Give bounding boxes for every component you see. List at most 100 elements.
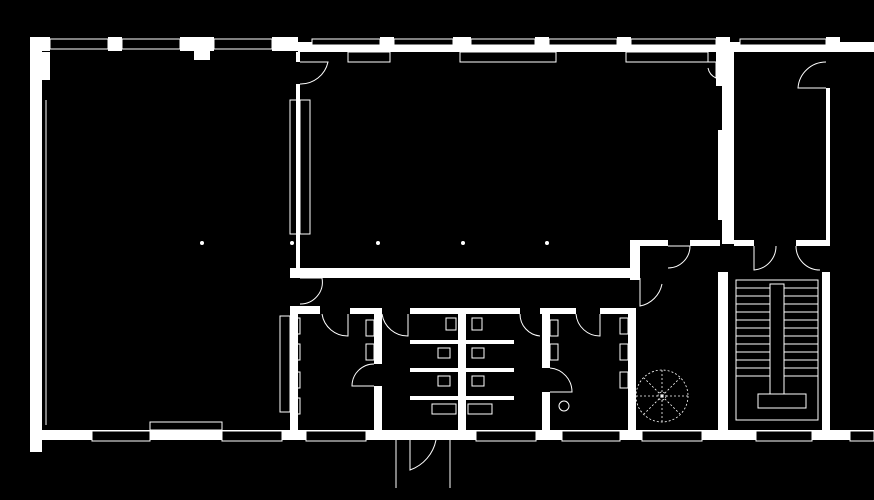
door-lobby-north <box>667 245 691 269</box>
window-box-south <box>149 421 223 431</box>
room-a-fixture-3 <box>291 371 301 389</box>
room-b-fixture-1 <box>549 319 559 337</box>
door-east-north <box>797 61 827 89</box>
wall-stair-west <box>718 272 728 430</box>
room-a-fixture-1 <box>291 317 301 335</box>
wall-corridor-south-5 <box>600 308 636 314</box>
wall-corridor-south-2 <box>350 308 380 314</box>
stair-landing <box>757 393 807 409</box>
column-3 <box>376 241 380 245</box>
wc-partition-2 <box>410 368 514 372</box>
wall-room-east-north <box>716 52 726 86</box>
wall-north-segment-1 <box>108 37 122 51</box>
door-east-room-2 <box>795 245 821 271</box>
wall-north-pier-5 <box>453 37 471 51</box>
room-b-east-fixture-2 <box>619 343 629 361</box>
stair-well <box>769 283 785 395</box>
door-entrance <box>409 430 437 471</box>
door-room-b <box>575 313 601 337</box>
column-4 <box>461 241 465 245</box>
column-5 <box>545 241 549 245</box>
wall-east-room-south <box>734 240 754 246</box>
wall-room-east <box>722 52 734 244</box>
wall-room-a-east <box>374 308 382 364</box>
window-box-north <box>347 51 391 63</box>
window-n6 <box>470 38 536 46</box>
window-n5 <box>393 38 454 46</box>
wall-east-room-east <box>826 88 830 246</box>
room-b-east-fixture-3 <box>619 371 629 389</box>
wall-north-pier-9 <box>826 37 840 51</box>
wall-corridor-south-4 <box>540 308 576 314</box>
partition-west-room <box>296 52 300 62</box>
door-east-room <box>753 245 777 271</box>
window-box-north-2 <box>459 51 557 63</box>
window-n4 <box>311 38 381 46</box>
wall-north-pier-4 <box>380 37 394 51</box>
wall-lobby-north <box>638 240 668 246</box>
corridor-pillar <box>630 240 640 280</box>
wc-fixture-2 <box>471 317 483 331</box>
room-b-east-fixture-1 <box>619 317 629 335</box>
restroom-fixtures <box>291 317 629 415</box>
wall-north-pier-8 <box>716 37 730 55</box>
door-corridor-west <box>299 277 323 305</box>
window-n2 <box>121 38 181 50</box>
room-a-side-fixture-1 <box>365 319 375 337</box>
window-n8 <box>630 38 717 46</box>
wall-north-pier-2b <box>194 50 210 60</box>
wall-room-a-west <box>290 306 298 430</box>
column-6 <box>630 241 634 245</box>
wall-south-main <box>30 430 874 440</box>
bench-room-a <box>279 315 291 413</box>
wall-room-b-east <box>628 308 636 430</box>
outer-walls <box>30 37 874 452</box>
windows <box>45 38 874 442</box>
door-room-a-2 <box>381 313 409 337</box>
window-n1 <box>49 38 109 50</box>
wall-north-pier-6 <box>535 37 549 51</box>
wall-south-cap-west <box>30 430 42 452</box>
door-lobby <box>639 278 663 307</box>
wc-fixture-7 <box>431 403 457 415</box>
door-east-pier <box>707 61 717 79</box>
wall-north-segment-2 <box>180 37 214 51</box>
window-s3 <box>305 430 367 442</box>
wall-west <box>30 37 42 451</box>
room-b-fixture-2 <box>549 343 559 361</box>
window-s5 <box>561 430 621 442</box>
wall-north-segment-3 <box>272 37 298 51</box>
room-a-fixture-4 <box>291 397 301 415</box>
wall-east-room-south-2 <box>796 240 830 246</box>
wall-room-a-east-2 <box>374 386 382 430</box>
door-room-a <box>321 313 349 337</box>
window-s8 <box>849 430 874 442</box>
spiral-staircase <box>635 369 689 423</box>
room-a-side-fixture-2 <box>365 343 375 361</box>
window-s7 <box>755 430 813 442</box>
wc-fixture-1 <box>445 317 457 331</box>
wc-fixture-5 <box>437 375 451 387</box>
interior-walls <box>279 52 830 430</box>
wc-fixture-4 <box>471 347 485 359</box>
wall-corridor-south-1 <box>290 306 320 314</box>
room-b-basin <box>558 400 570 412</box>
door-wc-1 <box>519 313 541 337</box>
window-n3 <box>213 38 273 50</box>
column-1 <box>200 241 204 245</box>
wc-fixture-6 <box>471 375 485 387</box>
wall-room-b-west <box>542 308 550 368</box>
wall-east-stub-north <box>42 52 50 80</box>
door-room-b-side <box>549 367 573 393</box>
window-box-north-3 <box>625 51 709 63</box>
stair-run-outer <box>735 279 819 421</box>
wall-room-b-west-2 <box>542 392 550 430</box>
wall-corridor-north <box>290 268 632 278</box>
window-s1 <box>91 430 151 442</box>
wall-room-east-step <box>718 130 724 220</box>
wc-partition-3 <box>410 396 514 400</box>
column-2 <box>290 241 294 245</box>
partition-west-room-lower <box>296 84 300 270</box>
door-west-room <box>299 61 329 85</box>
